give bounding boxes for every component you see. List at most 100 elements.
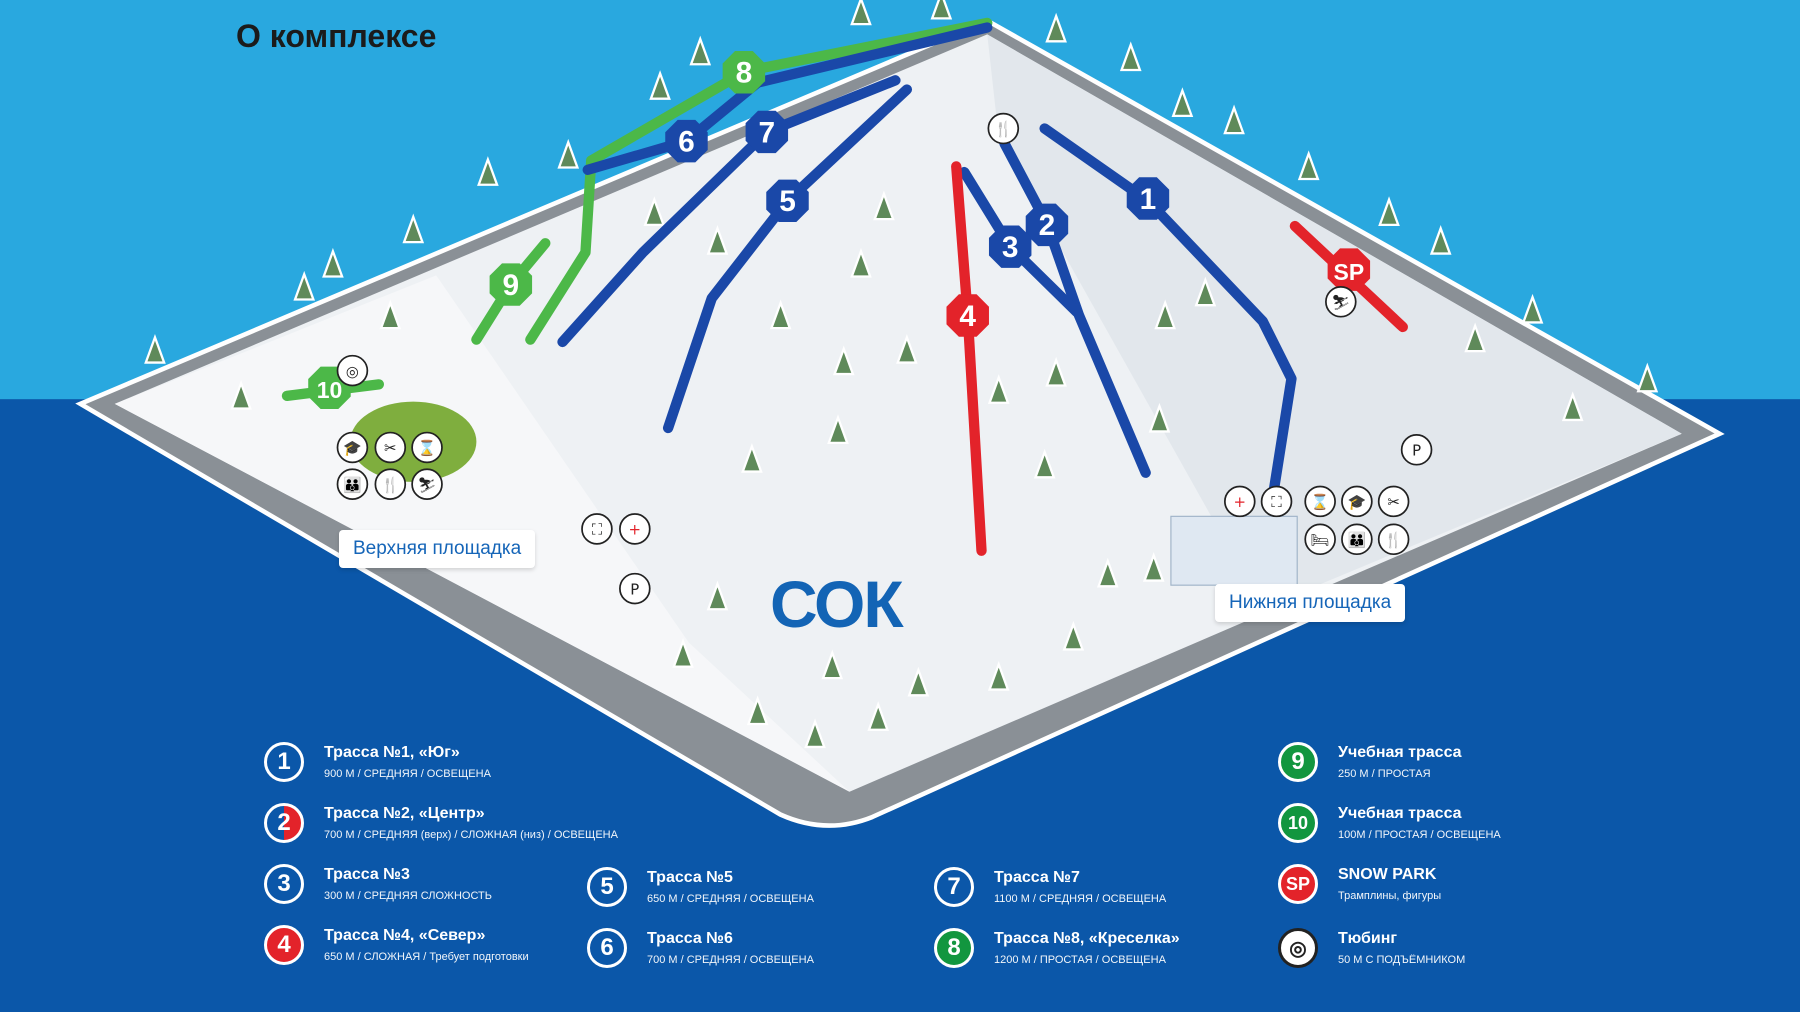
rental-icon[interactable]: ✂ (1377, 485, 1410, 518)
first-aid-icon[interactable]: + (619, 513, 651, 545)
rental-icon[interactable]: ✂ (374, 431, 407, 464)
trail-badge-icon: 3 (264, 864, 304, 904)
tree-icon (643, 196, 666, 227)
wc-icon[interactable]: 👪 (336, 468, 369, 500)
first-aid-icon[interactable]: + (1224, 485, 1256, 518)
trail-badge-icon: 1 (264, 742, 304, 782)
trail-badge-icon: 9 (1278, 742, 1318, 782)
tree-icon (873, 190, 895, 221)
cafe-icon[interactable]: 🍴 (374, 468, 407, 500)
trail-marker-5[interactable]: 5 (766, 179, 809, 223)
tree-icon (1154, 299, 1177, 330)
cafe-icon[interactable]: 🍴 (1377, 523, 1410, 556)
trail-marker-label: 3 (1002, 231, 1019, 264)
svg-text:⛶: ⛶ (592, 521, 603, 539)
tree-icon (896, 333, 918, 364)
tubing-icon[interactable]: ◎ (336, 354, 369, 387)
mountain-shade (987, 34, 1682, 609)
legend-desc: 650 М / СРЕДНЯЯ / ОСВЕЩЕНА (647, 893, 814, 905)
lift-icon[interactable]: ⌛ (1304, 485, 1336, 518)
wc-icon[interactable]: 👪 (1341, 523, 1373, 556)
legend-item: 6 Трасса №6 700 М / СРЕДНЯЯ / ОСВЕЩЕНА (587, 928, 814, 968)
ski-icon[interactable]: ⛷ (411, 468, 443, 500)
tree-icon (1119, 41, 1142, 72)
trail-badge-icon: SP (1278, 864, 1318, 904)
legend-item: 8 Трасса №8, «Креселка» 1200 М / ПРОСТАЯ… (934, 928, 1180, 968)
trees (144, 0, 1659, 749)
legend-item: 1 Трасса №1, «Юг» 900 М / СРЕДНЯЯ / ОСВЕ… (264, 742, 491, 782)
svg-text:🎓: 🎓 (343, 439, 362, 457)
lift-icon[interactable]: ⌛ (411, 431, 443, 464)
trail-marker-4[interactable]: 4 (946, 294, 989, 337)
legend-name: Тюбинг (1338, 930, 1398, 947)
upper-area-label[interactable]: Верхняя площадка (339, 530, 536, 568)
trail-marker-6[interactable]: 6 (665, 119, 708, 163)
tree-icon (821, 649, 844, 680)
tree-icon (1148, 402, 1171, 433)
tree-icon (557, 138, 580, 169)
legend-desc: 300 М / СРЕДНЯЯ СЛОЖНОСТЬ (324, 890, 492, 902)
tree-icon (1194, 276, 1217, 307)
parking-icon[interactable]: P (619, 572, 651, 605)
tree-icon (1429, 224, 1452, 255)
legend-name: Учебная трасса (1338, 805, 1462, 822)
trail-5[interactable] (662, 84, 913, 434)
svg-text:P: P (630, 580, 639, 598)
trail-marker-label: 10 (317, 377, 343, 403)
trail-1[interactable] (1039, 123, 1297, 493)
trail-2[interactable] (999, 138, 1151, 478)
svg-text:👪: 👪 (1348, 531, 1367, 549)
lower-area-label[interactable]: Нижняя площадка (1215, 584, 1406, 622)
tree-icon (1223, 104, 1245, 135)
tree-icon (379, 299, 402, 330)
snowboard-icon[interactable]: ⛷ (1325, 285, 1357, 318)
legend-name: Трасса №6 (647, 930, 733, 947)
tree-icon (322, 247, 344, 278)
tree-icon (930, 0, 953, 20)
legend-item: 10 Учебная трасса 100М / ПРОСТАЯ / ОСВЕЩ… (1278, 803, 1501, 843)
trail-6[interactable] (582, 22, 993, 175)
legend-name: Трасса №1, «Юг» (324, 744, 460, 761)
school-icon[interactable]: 🎓 (336, 431, 369, 464)
trail-marker-label: 4 (959, 300, 976, 333)
legend-desc: 50 М С ПОДЪЁМНИКОМ (1338, 954, 1466, 966)
hotel-icon[interactable]: 🛏 (1304, 523, 1336, 556)
tree-icon (1033, 448, 1056, 479)
legend-item: 4 Трасса №4, «Север» 650 М / СЛОЖНАЯ / Т… (264, 925, 529, 965)
trail-marker-9[interactable]: 9 (489, 263, 533, 306)
legend-name: Трасса №8, «Креселка» (994, 930, 1180, 947)
trail-marker-2[interactable]: 2 (1025, 203, 1069, 247)
trail-marker-3[interactable]: 3 (988, 225, 1032, 268)
tree-icon (477, 156, 499, 186)
ticket-icon[interactable]: ⛶ (1260, 485, 1293, 518)
trail-7[interactable] (557, 75, 901, 348)
trail-marker-8[interactable]: 8 (722, 51, 766, 94)
tree-icon (850, 0, 872, 26)
trail-marker-sp[interactable]: SP (1327, 248, 1371, 291)
school-icon[interactable]: 🎓 (1341, 485, 1373, 518)
trail-8[interactable] (525, 17, 993, 345)
parking-icon[interactable]: P (1400, 434, 1433, 466)
trail-badge-icon: 4 (264, 925, 304, 965)
trail-badge-icon: 6 (587, 928, 627, 968)
tree-icon (769, 299, 792, 330)
trail-marker-7[interactable]: 7 (745, 110, 789, 154)
tree-icon (706, 224, 729, 255)
tree-icon (293, 270, 316, 301)
svg-text:✂: ✂ (1387, 493, 1400, 511)
trail-badge-icon: 7 (934, 867, 974, 907)
tree-icon (741, 442, 763, 473)
legend-item: ◎ Тюбинг 50 М С ПОДЪЁМНИКОМ (1278, 928, 1465, 968)
legend-desc: 900 М / СРЕДНЯЯ / ОСВЕЩЕНА (324, 768, 491, 780)
legend-item: SP SNOW PARK Трамплины, фигуры (1278, 864, 1441, 904)
cafe-icon[interactable]: 🍴 (987, 112, 1020, 145)
svg-text:🍴: 🍴 (1384, 531, 1403, 549)
legend-desc: 1200 М / ПРОСТАЯ / ОСВЕЩЕНА (994, 954, 1166, 966)
tree-icon (1561, 391, 1584, 422)
tree-icon (672, 638, 694, 668)
trail-marker-1[interactable]: 1 (1126, 177, 1170, 220)
legend-name: Трасса №4, «Север» (324, 927, 486, 944)
ticket-icon[interactable]: ⛶ (581, 513, 613, 545)
tree-icon (804, 718, 826, 749)
